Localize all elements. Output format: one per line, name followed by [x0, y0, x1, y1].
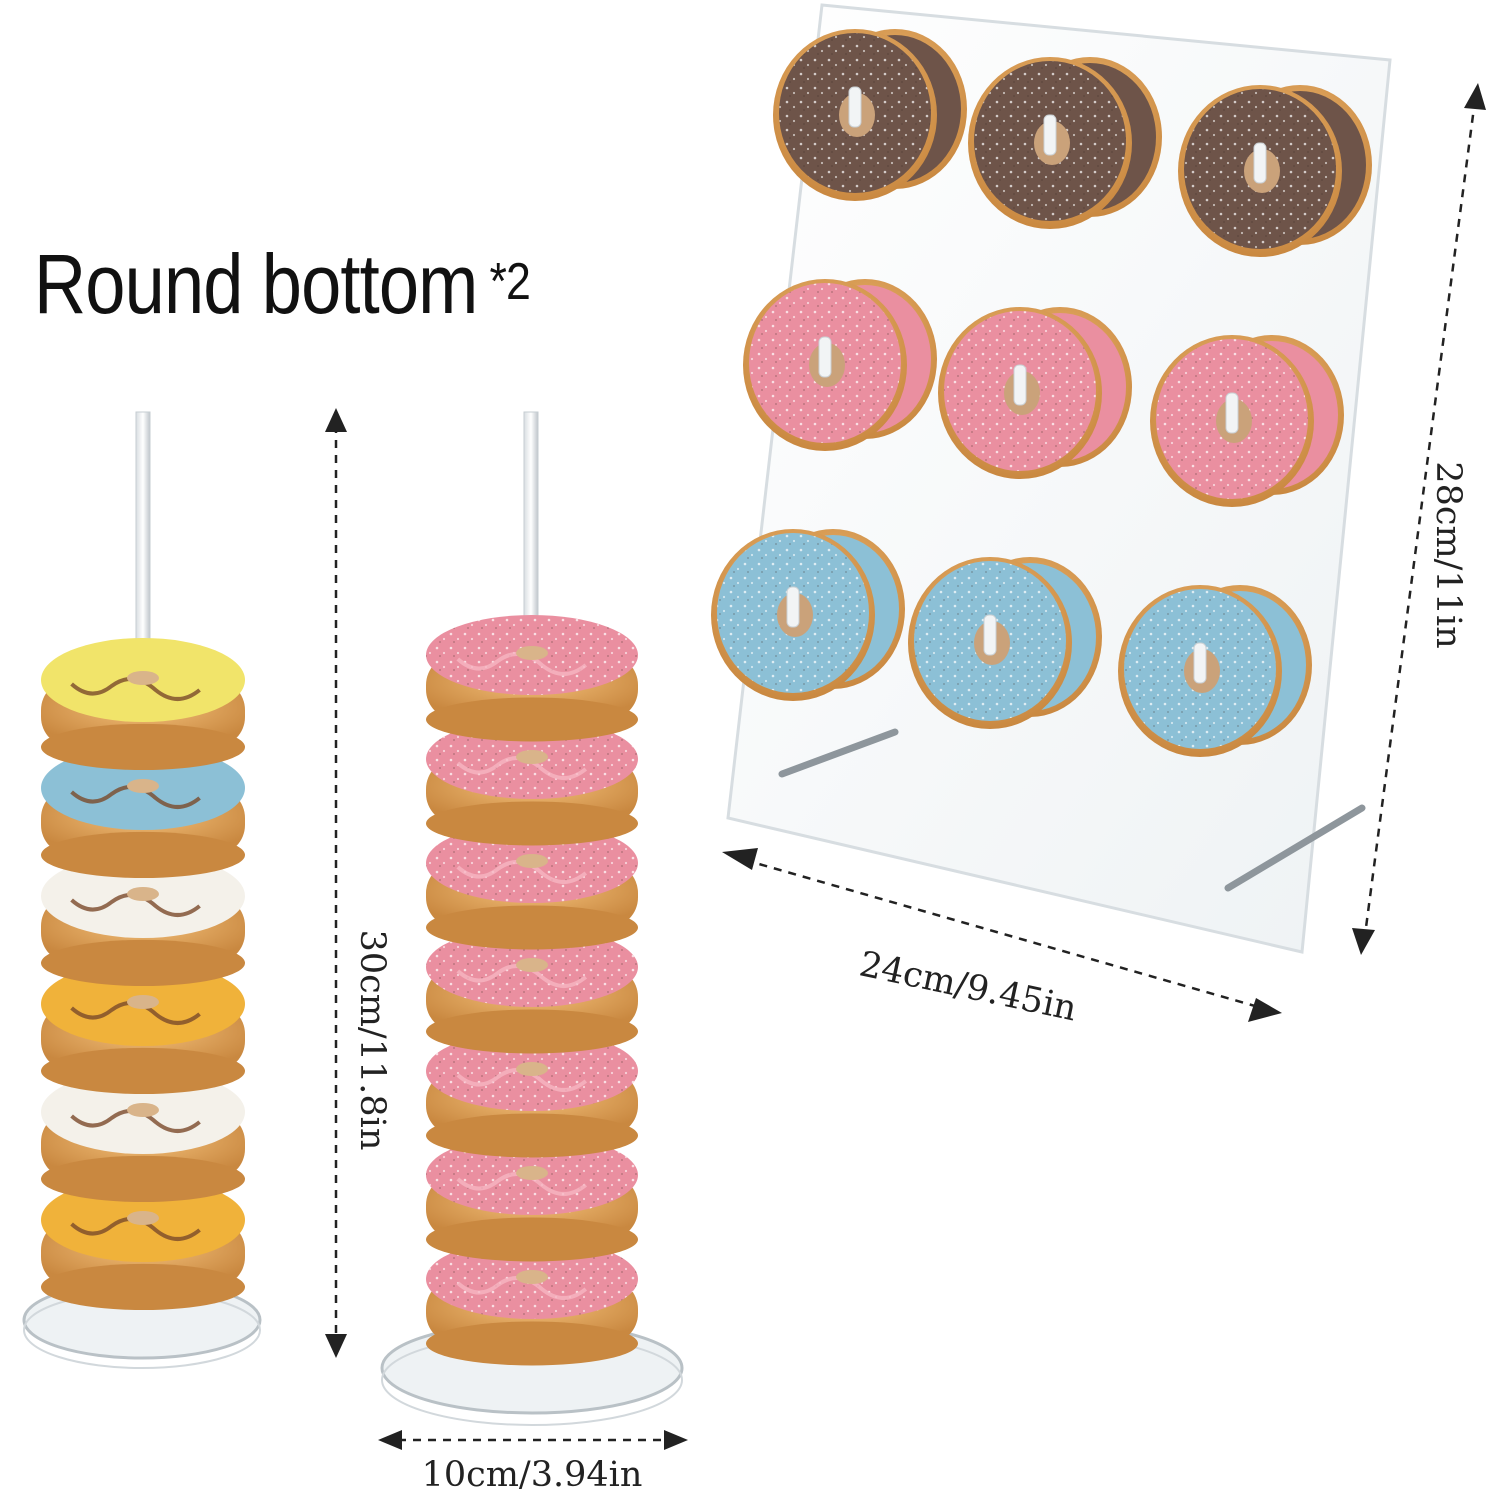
tower-donut: [426, 615, 638, 742]
tower-height-label: 30cm/11.8in: [352, 929, 392, 1151]
board-donut: [711, 529, 905, 701]
board-donuts: [711, 29, 1372, 757]
board-donut: [908, 557, 1102, 729]
tower-donut: [41, 638, 245, 771]
board-donut: [968, 57, 1162, 229]
tower-donut: [41, 1070, 245, 1203]
donut-tower-left: [22, 411, 262, 1369]
board-donut: [1178, 85, 1372, 257]
tower-donut: [426, 927, 638, 1054]
heading-multiplier: *2: [489, 253, 531, 311]
board-height-arrow: [1363, 99, 1477, 936]
board-stand-right: [1224, 804, 1366, 892]
tower-donut: [426, 719, 638, 846]
tower-donut: [426, 1239, 638, 1366]
tower-donut: [41, 962, 245, 1095]
tower-donut: [41, 854, 245, 987]
tower-donut: [426, 823, 638, 950]
donut-tower-right: [380, 411, 684, 1426]
tower-donut: [41, 1178, 245, 1311]
board-stand-left: [778, 728, 899, 778]
tower-rod-left: [135, 411, 151, 673]
tower-donut: [426, 1135, 638, 1262]
tower-donut: [41, 746, 245, 879]
board-donut: [1118, 585, 1312, 757]
tower-donut: [426, 1031, 638, 1158]
product-heading: Round bottom*2: [34, 236, 531, 333]
board-donut: [938, 307, 1132, 479]
board-donut: [1150, 335, 1344, 507]
board-donut: [773, 29, 967, 201]
tower-base-width-arrow: [378, 1430, 688, 1450]
heading-main: Round bottom: [34, 237, 478, 331]
board-donut: [743, 279, 937, 451]
tower-height-arrow: [325, 408, 347, 1358]
board-height-label: 28cm/11in: [1428, 461, 1468, 649]
tower-base-width-label: 10cm/3.94in: [421, 1455, 643, 1495]
